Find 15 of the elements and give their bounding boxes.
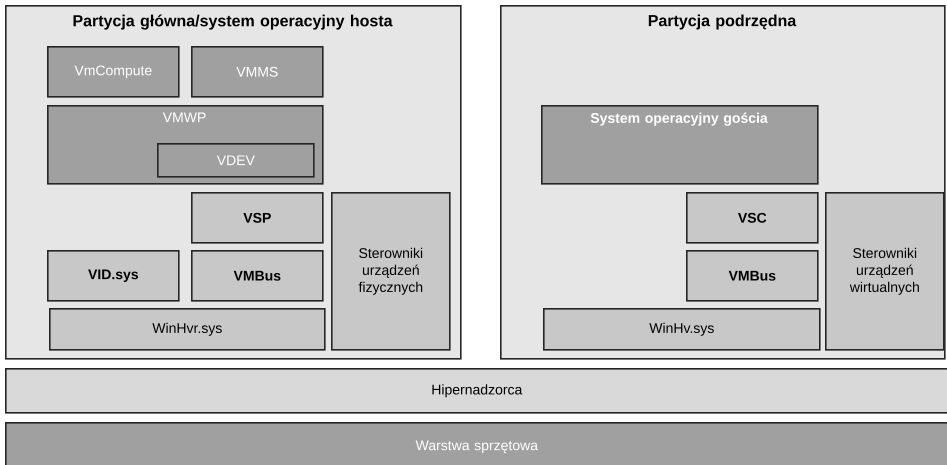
component-box: VDEV	[157, 143, 315, 178]
component-box: System operacyjny gościa	[541, 105, 819, 185]
component-box: VSC	[686, 192, 819, 244]
component-box: WinHvr.sys	[49, 308, 326, 351]
component-box: VMMS	[191, 46, 324, 98]
component-box: VSP	[191, 192, 324, 244]
component-box: VmCompute	[47, 46, 180, 98]
component-box: VID.sys	[47, 250, 180, 302]
component-box: VMBus	[686, 250, 819, 302]
component-box: VMBus	[191, 250, 324, 302]
component-box: WinHv.sys	[543, 308, 821, 351]
driver-box: Sterowniki urządzeń wirtualnych	[825, 192, 945, 351]
driver-box: Sterowniki urządzeń fizycznych	[331, 192, 451, 351]
layer-band: Warstwa sprzętowa	[5, 422, 947, 465]
layer-band: Hipernadzorca	[5, 368, 947, 414]
